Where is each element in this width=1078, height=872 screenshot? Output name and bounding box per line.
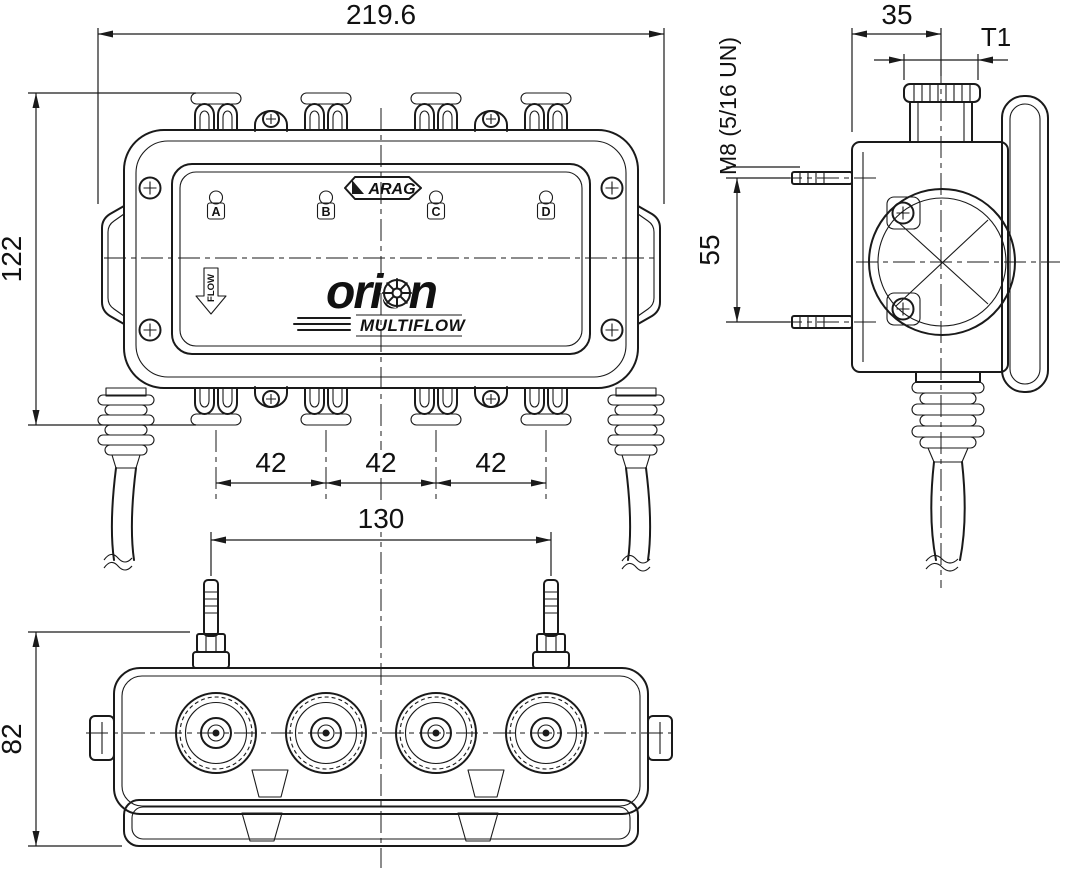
dim-side-width: 35 bbox=[851, 0, 942, 132]
side-view bbox=[791, 83, 1049, 572]
hose-break bbox=[621, 554, 651, 572]
clip-left bbox=[89, 715, 115, 761]
screw-icon bbox=[600, 318, 624, 342]
screw-icon bbox=[600, 176, 624, 200]
label-stud-thread: M8 (5/16 UN) bbox=[715, 37, 800, 175]
hose-break bbox=[925, 554, 959, 572]
dim-top-thread: T1 bbox=[874, 22, 1011, 80]
bottom-skirt bbox=[123, 799, 639, 847]
flow-arrow-icon bbox=[195, 267, 227, 315]
dim-stud-distance-value: 130 bbox=[358, 503, 405, 534]
latch-tab bbox=[467, 769, 505, 798]
flow-arrow: FLOW bbox=[195, 267, 227, 315]
side-hose bbox=[911, 371, 985, 572]
dim-port-spacing-2: 42 bbox=[365, 447, 396, 478]
screw-icon bbox=[482, 110, 500, 128]
front-view: ARAG A B C D FLOW orion MULTIFLOW bbox=[97, 92, 665, 572]
latch-tab bbox=[457, 812, 499, 842]
dim-stud-spacing: 55 bbox=[694, 177, 790, 323]
screw-icon bbox=[482, 390, 500, 408]
dim-port-spacing-1: 42 bbox=[255, 447, 286, 478]
brand-badge: ARAG bbox=[344, 176, 422, 200]
orion-logo: orion MULTIFLOW bbox=[293, 266, 467, 337]
latch-tab bbox=[241, 812, 283, 842]
hose-left bbox=[97, 387, 155, 571]
speed-lines bbox=[293, 317, 351, 331]
screw-icon bbox=[262, 390, 280, 408]
side-latch-left bbox=[101, 205, 125, 325]
screw-icon bbox=[891, 297, 915, 321]
screw-icon bbox=[138, 318, 162, 342]
dim-body-depth: 82 bbox=[0, 631, 190, 847]
port-label-a: A bbox=[211, 205, 220, 219]
arag-triangle-icon bbox=[352, 180, 364, 194]
hose-break bbox=[103, 553, 133, 571]
dim-body-depth-value: 82 bbox=[0, 723, 27, 754]
screw-icon bbox=[138, 176, 162, 200]
series-logo: MULTIFLOW bbox=[360, 316, 467, 335]
port-indicators: A B C D bbox=[206, 190, 556, 220]
port-label-c: C bbox=[431, 205, 440, 219]
dim-overall-height: 122 bbox=[0, 92, 196, 426]
mounting-studs bbox=[192, 579, 570, 669]
dim-overall-width: 219.6 bbox=[97, 0, 665, 204]
stud-left bbox=[203, 579, 219, 637]
screw-icon bbox=[262, 110, 280, 128]
cap-ribs bbox=[913, 84, 971, 102]
flow-label: FLOW bbox=[206, 274, 217, 302]
dim-overall-height-value: 122 bbox=[0, 236, 27, 283]
hose-right bbox=[607, 387, 665, 572]
dim-side-width-value: 35 bbox=[881, 0, 912, 30]
clip-right bbox=[647, 715, 673, 761]
side-body-outline bbox=[851, 141, 1009, 373]
port-label-d: D bbox=[541, 205, 550, 219]
dim-top-thread-value: T1 bbox=[981, 22, 1011, 52]
top-connector-cap bbox=[903, 83, 981, 103]
stud-thread-value: M8 (5/16 UN) bbox=[715, 37, 741, 175]
mounting-rail bbox=[1001, 95, 1049, 393]
dim-stud-distance: 130 bbox=[210, 503, 552, 576]
brand-label: ARAG bbox=[367, 181, 415, 198]
dim-overall-width-value: 219.6 bbox=[346, 0, 416, 30]
side-body bbox=[791, 83, 1049, 393]
clamp-strap bbox=[895, 219, 989, 307]
stud-right bbox=[543, 579, 559, 637]
dim-port-spacing-3: 42 bbox=[475, 447, 506, 478]
dim-stud-spacing-value: 55 bbox=[694, 234, 725, 265]
centerlines bbox=[86, 62, 1060, 868]
side-latch-right bbox=[637, 205, 661, 325]
latch-tab bbox=[251, 769, 289, 798]
dim-port-spacing: 42 42 42 bbox=[216, 447, 546, 487]
port-label-b: B bbox=[321, 205, 330, 219]
